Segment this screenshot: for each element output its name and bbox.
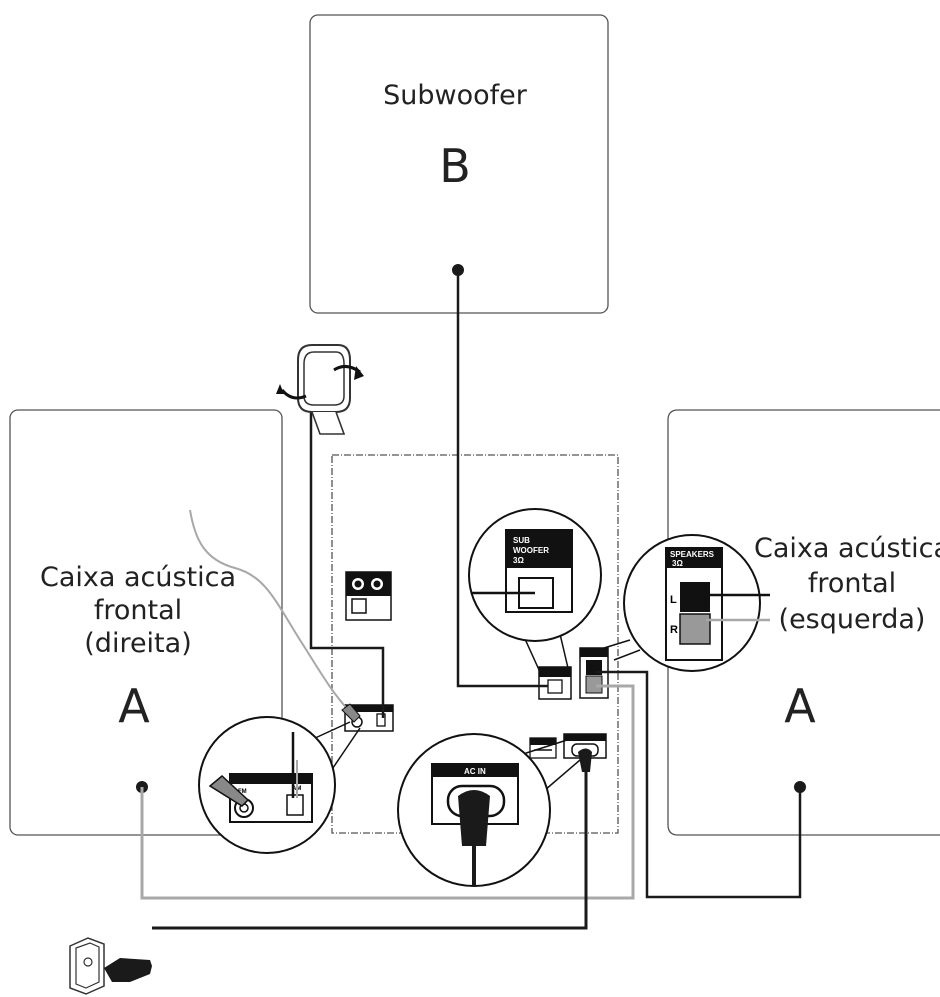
speakers-label-2: 3Ω	[672, 559, 683, 568]
speaker-right-box: Caixa acústica frontal (direita) A	[9, 409, 283, 836]
speaker-left-line1: Caixa acústica	[754, 533, 940, 564]
subwoofer-jack-callout: SUB WOOFER 3Ω	[468, 508, 602, 673]
antenna-jack-callout: FM AM	[198, 703, 361, 854]
power-cable	[152, 770, 588, 930]
power-plug-icon	[458, 790, 490, 846]
am-loop-antenna-icon	[276, 344, 364, 435]
speaker-left-cable	[596, 670, 802, 899]
speakers-label-1: SPEAKERS	[670, 550, 715, 559]
speaker-left-letter: A	[784, 679, 816, 733]
speakers-label-l: L	[670, 594, 677, 606]
speakers-jack-callout: SPEAKERS 3Ω L R	[603, 534, 770, 672]
speaker-right-cable	[140, 684, 635, 900]
speaker-right-line1: Caixa acústica	[40, 562, 236, 593]
wall-socket-icon	[69, 937, 105, 995]
speaker-left-box: A	[667, 409, 940, 836]
subwoofer-box: Subwoofer B	[309, 14, 609, 314]
subwoofer-cable	[456, 270, 548, 688]
speaker-left-line2: frontal	[808, 568, 896, 599]
speaker-right-line3: (direita)	[84, 628, 191, 659]
speaker-left-line3: (esquerda)	[779, 604, 926, 635]
subwoofer-label-3: 3Ω	[513, 556, 524, 565]
subwoofer-letter: B	[439, 139, 471, 193]
fm-label: FM	[238, 789, 247, 795]
speakers-label-r: R	[670, 624, 678, 636]
power-plug-icon	[104, 958, 152, 982]
ac-in-label: AC IN	[464, 767, 486, 776]
speaker-right-letter: A	[118, 679, 150, 733]
fm-antenna-wire	[189, 509, 351, 713]
subwoofer-label-2: WOOFER	[513, 546, 549, 555]
speaker-right-line2: frontal	[94, 595, 182, 626]
am-antenna-cable	[309, 408, 385, 718]
subwoofer-name: Subwoofer	[383, 80, 528, 111]
ac-in-callout: AC IN	[397, 733, 581, 887]
subwoofer-label-1: SUB	[513, 536, 530, 545]
